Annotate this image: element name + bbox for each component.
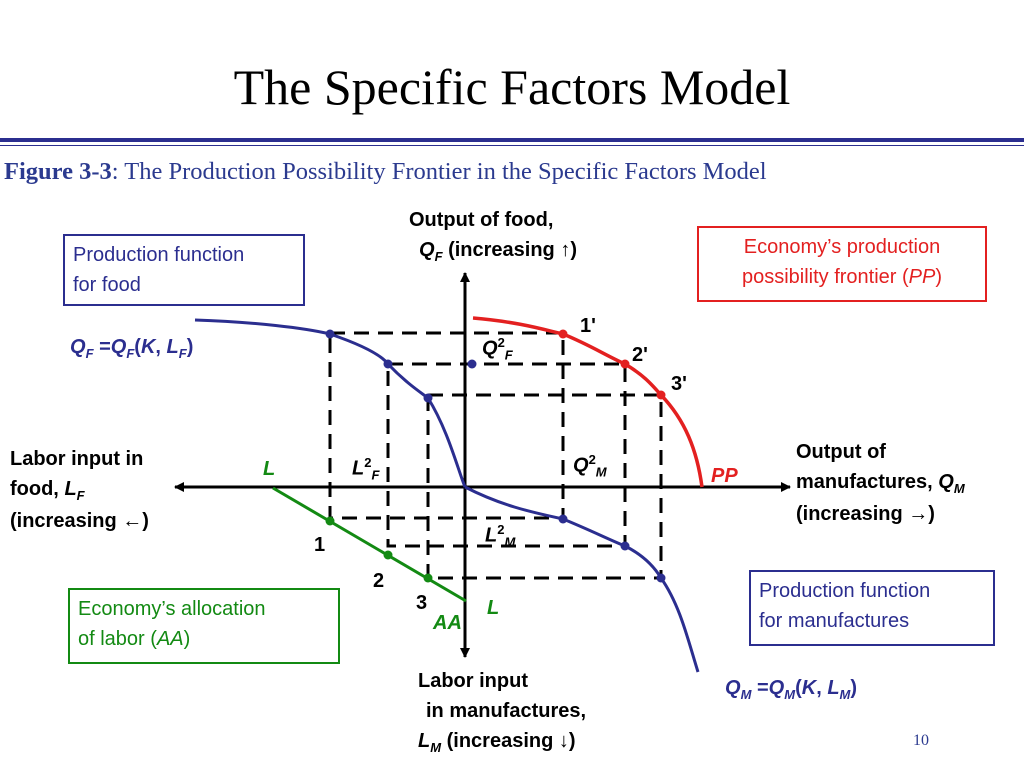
point-food-3 [423,393,433,403]
label-lf2: L2F [352,455,380,483]
arrow-down-icon: ↓ [558,730,569,752]
point-label-2-prime: 2' [632,344,648,366]
label-pp: PP [711,465,738,487]
point-manuf-3 [656,573,666,583]
point-ppf-3 [656,390,666,400]
point-manuf-1 [558,514,568,524]
title-rule-thin [0,145,1024,146]
point-label-3-prime: 3' [671,373,687,395]
point-aa-1 [325,516,335,526]
guide-rect-1 [328,331,565,520]
point-aa-2 [383,550,393,560]
point-ppf-2 [620,359,630,369]
label-aa: AA [433,612,462,634]
axis-label-manufactures-labor: Labor input in manufactures, LM (increas… [418,670,587,755]
figure-caption-text: : The Production Possibility Frontier in… [111,158,767,185]
point-label-1: 1 [314,534,326,556]
figure-number: Figure 3-3 [4,158,112,185]
axis-label-manufactures-output: Output of manufactures, QM (increasing →… [796,441,965,525]
point-ppf-1 [558,329,568,339]
arrow-right-icon: → [908,502,929,525]
manufactures-production-equation: QM =QM(K, LM) [725,677,858,702]
point-food-1 [325,329,335,339]
food-production-equation: QF =QF(K, LF) [70,336,194,361]
axis-label-food-output: Output of food, QF (increasing ↑) [409,209,577,264]
point-aa-3 [423,573,433,583]
arrow-up-icon: ↑ [560,239,571,261]
point-label-1-prime: 1' [580,315,596,337]
arrow-left-icon: ← [122,509,143,532]
point-label-2: 2 [373,570,385,592]
label-l-left: L [263,458,276,480]
label-qf2: Q2F [482,335,513,363]
label-lm2: L2M [485,522,516,550]
point-food-2 [383,359,393,369]
label-qm2: Q2M [573,452,607,480]
figure-caption: Figure 3-3: The Production Possibility F… [4,158,1024,186]
point-manuf-2 [620,541,630,551]
label-l-bottom: L [487,597,500,619]
allocation-line [272,486,467,603]
dashed-guides [328,331,663,580]
guide-rect-3 [426,393,663,580]
title-rule-thick [0,138,1024,142]
food-function-box: Production function for food [63,234,305,306]
allocation-box: Economy’s allocation of labor (AA) [68,588,340,664]
manufactures-function-box: Production function for manufactures [749,570,995,646]
points [325,329,666,583]
page-number: 10 [913,732,929,749]
point-label-3: 3 [416,592,428,614]
axis-label-food-labor: Labor input in food, LF (increasing ←) [10,448,149,532]
guide-rect-2 [386,362,627,548]
slide-title: The Specific Factors Model [233,59,791,115]
point-qf2 [467,359,477,369]
ppf-box: Economy’s production possibility frontie… [697,226,987,302]
